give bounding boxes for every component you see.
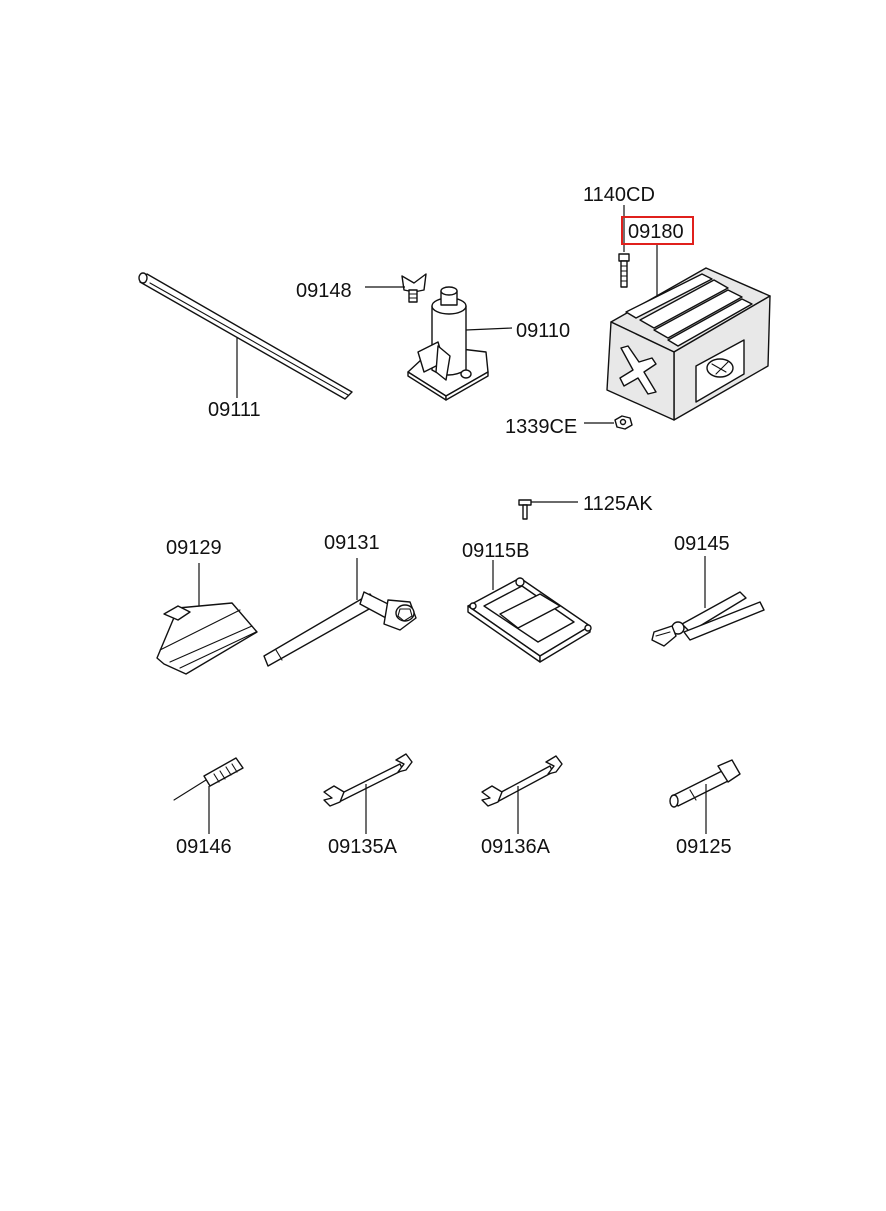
part-label-09111[interactable]: 09111 [208, 399, 261, 421]
part-label-09125[interactable]: 09125 [676, 836, 732, 858]
jack-bracket-illustration [467, 577, 592, 663]
part-label-09146[interactable]: 09146 [176, 836, 232, 858]
bolt-illustration-1125AK [518, 499, 532, 520]
part-label-09115B[interactable]: 09115B [462, 540, 529, 562]
part-label-1140CD[interactable]: 1140CD [583, 184, 655, 206]
part-label-1125AK[interactable]: 1125AK [583, 493, 653, 515]
bolt-illustration-1140CD [618, 253, 630, 288]
extension-bar-illustration [669, 759, 741, 808]
jack-handle-bar-illustration [138, 272, 353, 400]
spanner-illustration-09135A [323, 753, 413, 807]
screwdriver-illustration [173, 757, 244, 801]
tool-box-illustration [606, 267, 771, 421]
nut-illustration-1339CE [614, 415, 633, 430]
wing-bolt-illustration [401, 273, 427, 303]
leader-09110 [465, 327, 513, 331]
part-label-09148[interactable]: 09148 [296, 280, 352, 302]
part-label-09131[interactable]: 09131 [324, 532, 380, 554]
part-label-1339CE[interactable]: 1339CE [505, 416, 577, 438]
part-label-09129[interactable]: 09129 [166, 537, 222, 559]
part-label-09136A[interactable]: 09136A [481, 836, 551, 858]
part-label-09180[interactable]: 09180 [628, 221, 684, 243]
part-label-09145[interactable]: 09145 [674, 533, 730, 555]
wheel-nut-wrench-illustration [263, 591, 417, 667]
pliers-illustration [651, 591, 765, 647]
bottle-jack-illustration [407, 286, 489, 401]
part-label-09135A[interactable]: 09135A [328, 836, 398, 858]
part-label-09110[interactable]: 09110 [516, 320, 570, 342]
spanner-illustration-09136A [481, 755, 563, 807]
selected-part-highlight-box [621, 216, 694, 245]
wheel-chock-illustration [156, 602, 258, 675]
